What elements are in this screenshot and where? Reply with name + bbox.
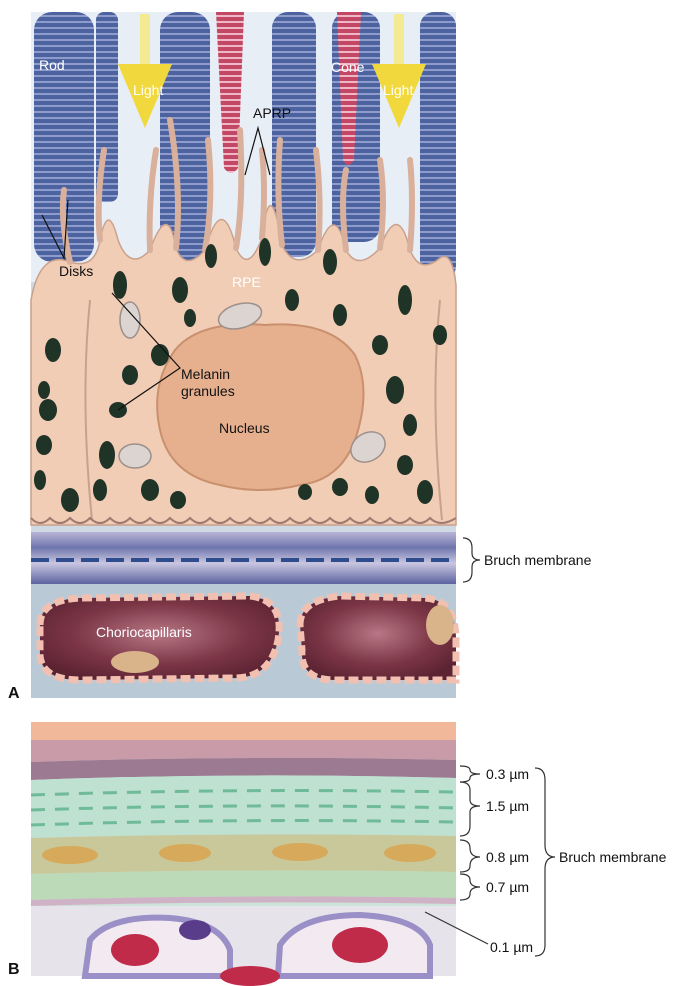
label-light-right: Light [383, 82, 413, 98]
apical-processes [59, 117, 415, 265]
light-arrow-right [372, 14, 426, 128]
choriocapillaris-vessels [36, 592, 460, 684]
melanin-leader [111, 292, 181, 411]
aprp-leader [244, 125, 271, 176]
label-cone: Cone [331, 59, 365, 75]
bruch-bracket-a [462, 537, 481, 583]
label-layer-0-3: 0.3 µm [486, 766, 529, 782]
basal-infoldings [30, 516, 457, 524]
label-layer-0-8: 0.8 µm [486, 849, 529, 865]
label-light-left: Light [133, 82, 163, 98]
label-melanin-2: granules [181, 383, 235, 399]
label-bruch-a: Bruch membrane [484, 552, 592, 568]
label-layer-1-5: 1.5 µm [486, 798, 529, 814]
label-choriocapillaris: Choriocapillaris [96, 624, 192, 640]
label-rod: Rod [39, 57, 65, 73]
panel-a [30, 12, 460, 698]
disks-leader [41, 199, 69, 261]
label-melanin-1: Melanin [181, 366, 230, 382]
panel-b-leaders [424, 765, 556, 957]
cone-outer-segments [216, 12, 361, 173]
melanin-granules [34, 238, 447, 512]
label-rpe: RPE [232, 274, 261, 290]
panel-letter-a: A [8, 685, 20, 702]
mitochondria [118, 301, 386, 469]
label-nucleus: Nucleus [219, 420, 270, 436]
label-bruch-b: Bruch membrane [559, 849, 667, 865]
label-disks: Disks [59, 263, 93, 279]
light-arrow-left [118, 14, 172, 128]
label-layer-0-1: 0.1 µm [490, 939, 533, 955]
panel-letter-b: B [8, 961, 20, 978]
panel-b [30, 722, 457, 986]
label-layer-0-7: 0.7 µm [486, 879, 529, 895]
nucleus [156, 323, 365, 491]
label-aprp: APRP [253, 105, 291, 121]
